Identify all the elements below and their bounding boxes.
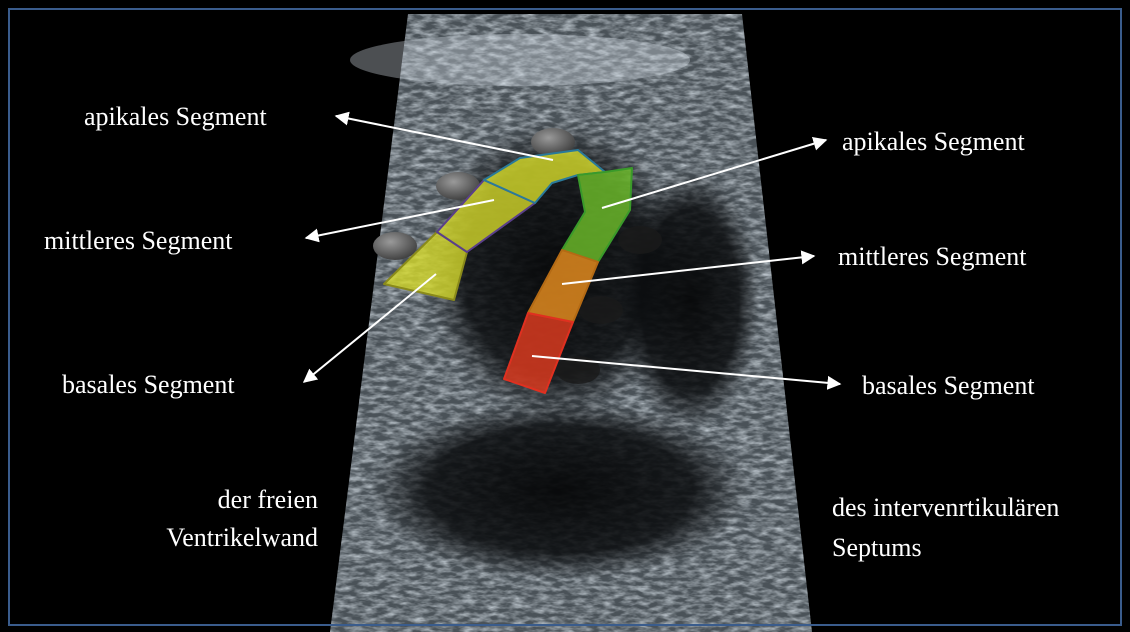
label-left-apical-segment: apikales Segment: [84, 101, 267, 133]
rv-cavity: [620, 170, 760, 430]
bright-band: [350, 34, 690, 86]
label-septum-line1: des intervenrtikulären: [832, 492, 1059, 524]
label-right-mid-segment: mittleres Segment: [838, 241, 1026, 273]
label-left-mid-segment: mittleres Segment: [44, 225, 232, 257]
tracking-marker: [579, 296, 623, 324]
label-free-wall-line2: Ventrikelwand: [110, 522, 318, 554]
label-left-basal-segment: basales Segment: [62, 369, 235, 401]
label-right-apical-segment: apikales Segment: [842, 126, 1025, 158]
label-septum-line2: Septums: [832, 532, 922, 564]
label-right-basal-segment: basales Segment: [862, 370, 1035, 402]
tracking-marker: [373, 232, 417, 260]
tracking-marker: [618, 226, 662, 254]
label-free-wall-line1: der freien: [110, 484, 318, 516]
